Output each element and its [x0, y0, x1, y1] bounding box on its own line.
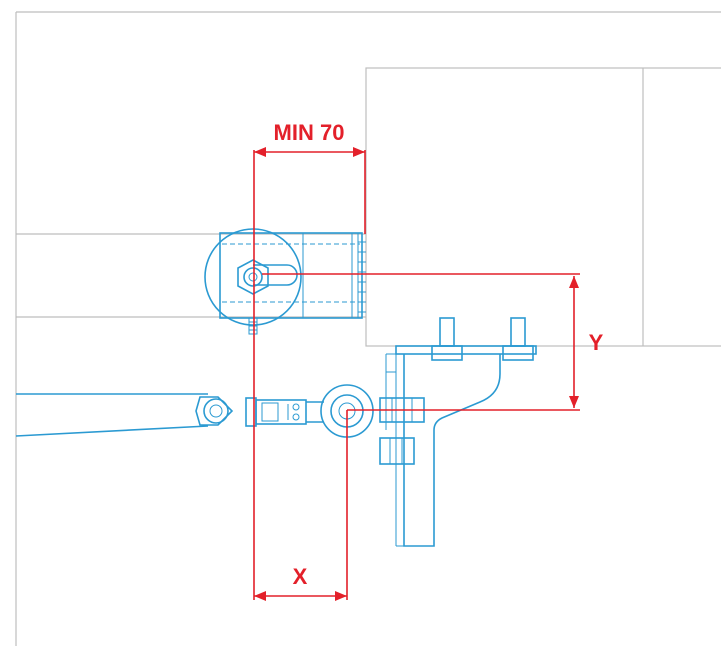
dimension-y: Y [262, 273, 604, 411]
x-label: X [293, 564, 308, 589]
dimension-min: MIN 70 [253, 120, 366, 600]
mounting-bracket [379, 317, 537, 547]
min-70-label: MIN 70 [274, 120, 345, 145]
y-label: Y [589, 330, 604, 355]
dimension-x: X [254, 410, 348, 601]
pivot-assembly [204, 228, 366, 335]
structure-outline [15, 11, 721, 646]
arm [15, 384, 374, 438]
